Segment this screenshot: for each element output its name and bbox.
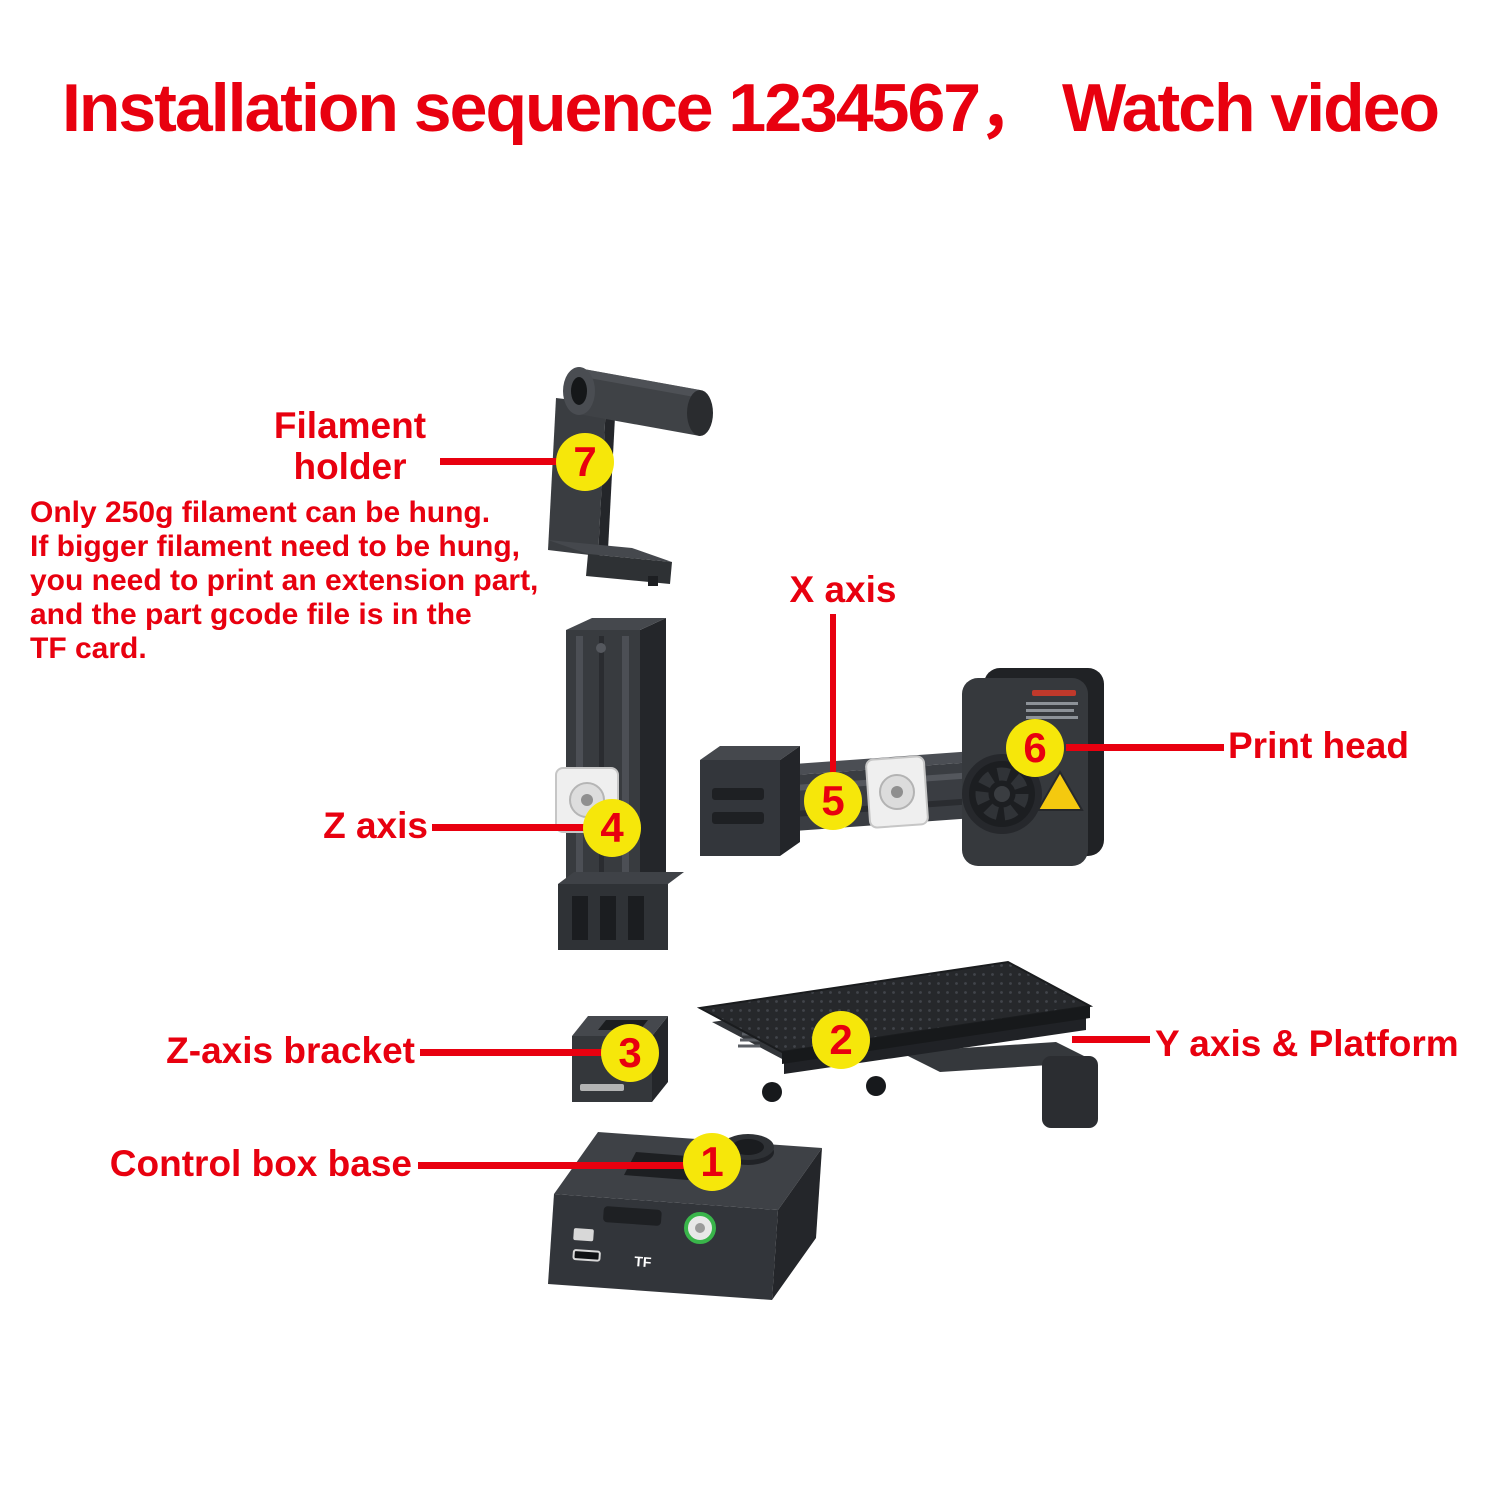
- step-badge-7: 7: [556, 433, 614, 491]
- label-x-axis: X axis: [789, 569, 897, 610]
- tf-port-label: TF: [634, 1253, 653, 1270]
- step-badge-5: 5: [804, 772, 862, 830]
- label-print-head: Print head: [1228, 725, 1409, 766]
- control-box-base-part: TF: [548, 1132, 822, 1300]
- warning-sticker-icon: [1036, 770, 1084, 811]
- step-badge-6: 6: [1006, 719, 1064, 777]
- label-filament-holder-line1: Filament: [273, 405, 427, 446]
- button-row: [603, 1206, 662, 1226]
- note-line: you need to print an extension part,: [30, 564, 539, 597]
- label-filament-holder: Filament holder: [250, 405, 450, 487]
- label-filament-holder-line2: holder: [293, 445, 407, 487]
- note-line: TF card.: [30, 632, 147, 665]
- connector-line-z-axis-bracket: [420, 1049, 604, 1056]
- connector-line-z-axis: [432, 824, 586, 831]
- label-y-axis-platform: Y axis & Platform: [1155, 1023, 1459, 1064]
- power-button: [684, 1212, 716, 1244]
- note-line: and the part gcode file is in the: [30, 598, 472, 631]
- z-axis-part: [555, 618, 684, 950]
- page-title: Installation sequence 1234567， Watch vid…: [61, 70, 1440, 146]
- spool-hole: [571, 377, 587, 405]
- connector-line-x-axis: [830, 614, 836, 774]
- step-badge-3: 3: [601, 1024, 659, 1082]
- label-control-box-base: Control box base: [109, 1143, 412, 1184]
- step-badge-1: 1: [683, 1133, 741, 1191]
- connector-line-print-head: [1066, 744, 1224, 751]
- y-rail-end-block: [1042, 1056, 1098, 1128]
- note-line: If bigger filament need to be hung,: [30, 530, 521, 563]
- label-z-axis-bracket: Z-axis bracket: [166, 1030, 415, 1071]
- y-axis-platform-part: [696, 960, 1098, 1128]
- connector-line-filament-holder: [440, 458, 562, 465]
- step-badge-2: 2: [812, 1011, 870, 1069]
- connector-line-y-axis-platform: [1072, 1036, 1150, 1043]
- connector-line-control-box-base: [418, 1162, 684, 1169]
- filament-note: Only 250g filament can be hung. If bigge…: [30, 496, 590, 666]
- label-z-axis: Z axis: [323, 805, 428, 846]
- step-badge-4: 4: [583, 799, 641, 857]
- usb-port: [573, 1228, 594, 1242]
- note-line: Only 250g filament can be hung.: [30, 496, 491, 529]
- x-motor-block: [700, 760, 780, 856]
- tf-card-slot: [572, 1249, 601, 1262]
